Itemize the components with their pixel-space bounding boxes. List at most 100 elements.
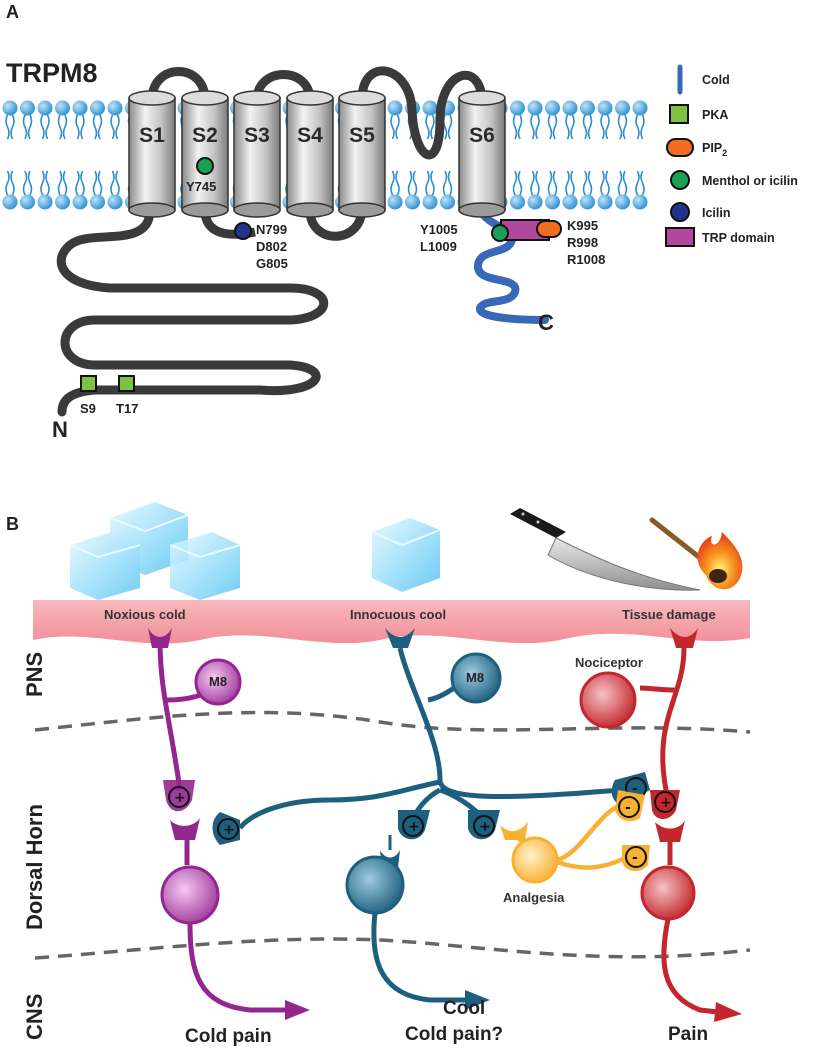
lipid-head	[20, 194, 35, 210]
n-terminal-chain	[56, 205, 328, 417]
region-dorsal-horn: Dorsal Horn	[22, 804, 47, 930]
lipid-tail	[582, 114, 588, 140]
lipid-tail	[640, 114, 645, 140]
lipid-tail	[40, 170, 45, 196]
lipid-head	[510, 100, 525, 116]
lipid-tail	[552, 114, 558, 140]
synapse-plus-teal-right: +	[479, 819, 491, 835]
lipid-head	[387, 100, 403, 116]
lipid-head	[107, 100, 123, 116]
lipid-tail	[80, 170, 85, 196]
lipid-tail	[412, 170, 418, 196]
lipid-tail	[57, 114, 63, 140]
lipid-head	[597, 100, 613, 116]
lipid-tail	[395, 170, 400, 196]
loop-s4-s5	[305, 209, 367, 241]
legend-menthol-symbol	[670, 170, 690, 190]
lipid-head	[545, 100, 560, 116]
region-pns: PNS	[22, 652, 47, 697]
n-terminus-label: N	[52, 417, 68, 442]
lipid-tail	[517, 114, 523, 140]
lipid-tail	[587, 170, 593, 196]
lipid-tail	[27, 170, 33, 196]
lipid-tail	[390, 170, 395, 196]
lipid-tail	[430, 170, 435, 196]
helix-s2: S2	[181, 90, 229, 218]
dorsal-horn-neuron-teal	[345, 855, 405, 915]
pka-site-s9	[80, 375, 97, 392]
stimulus-tissue-damage: Tissue damage	[622, 607, 716, 622]
legend-trp-label: TRP domain	[702, 231, 775, 245]
residue-t17: T17	[116, 401, 138, 416]
region-cns: CNS	[22, 994, 47, 1040]
lipid-tail	[425, 170, 430, 196]
lipid-head	[580, 194, 595, 210]
lipid-head	[37, 194, 53, 210]
lipid-tail	[582, 170, 588, 196]
helix-label: S6	[469, 124, 495, 147]
lipid-tail	[97, 170, 103, 196]
lipid-tail	[530, 114, 535, 140]
lipid-tail	[552, 170, 558, 196]
lipid-tail	[570, 114, 575, 140]
lipid-tail	[92, 114, 98, 140]
helix-label: S3	[244, 124, 270, 147]
lipid-tail	[605, 114, 610, 140]
lipid-tail	[75, 170, 80, 196]
loop-s1-s2	[147, 67, 210, 101]
lipid-tail	[390, 114, 395, 140]
stimulus-innocuous-cool: Innocuous cool	[350, 607, 446, 622]
synapse-plus-teal-mid: +	[408, 819, 420, 835]
lipid-tail	[600, 170, 605, 196]
skin-layer	[33, 600, 750, 644]
residue-d802: D802	[256, 239, 287, 254]
dorsal-horn-cns-boundary	[34, 937, 751, 960]
lipid-tail	[10, 170, 15, 196]
lipid-tail	[605, 170, 610, 196]
lipid-tail	[447, 114, 453, 140]
lipid-tail	[110, 114, 115, 140]
ice-cube-icon	[371, 518, 441, 592]
lipid-tail	[512, 170, 518, 196]
lipid-tail	[80, 114, 85, 140]
legend-pka-label: PKA	[702, 108, 728, 122]
pns-dorsal-horn-boundary	[34, 710, 751, 734]
lipid-tail	[45, 114, 50, 140]
c-terminus-label: C	[538, 310, 554, 335]
synapse-plus-purple: +	[174, 790, 186, 806]
analgesia-label: Analgesia	[503, 890, 565, 905]
lipid-tail	[92, 170, 98, 196]
m8-label-left: M8	[209, 674, 227, 689]
residue-s9: S9	[80, 401, 96, 416]
lipid-tail	[635, 114, 640, 140]
lipid-head	[562, 100, 578, 116]
helix-s3: S3	[233, 90, 281, 218]
icilin-binding-site	[234, 222, 252, 240]
legend-pip2-symbol	[666, 138, 694, 157]
lipid-head	[422, 100, 438, 116]
panel-a-label: A	[6, 2, 19, 22]
output-cold-pain: Cold pain	[185, 1026, 272, 1047]
analgesia-pathway: - -	[500, 790, 650, 884]
lipid-head	[615, 100, 630, 116]
lipid-tail	[547, 170, 553, 196]
synapse-plus-red: +	[660, 795, 672, 811]
lipid-head	[615, 194, 630, 210]
lipid-tail	[62, 170, 68, 196]
analgesia-interneuron	[511, 836, 559, 884]
lipid-tail	[622, 114, 628, 140]
helix-s4: S4	[286, 90, 334, 218]
dorsal-horn-neuron-purple	[160, 865, 220, 925]
legend-icilin-label: Icilin	[702, 206, 730, 220]
lipid-tail	[617, 114, 623, 140]
lipid-head	[597, 194, 613, 210]
lipid-tail	[640, 170, 645, 196]
output-pain: Pain	[668, 1024, 708, 1045]
lipid-tail	[547, 114, 553, 140]
helix-label: S4	[297, 124, 323, 147]
residue-y745: Y745	[186, 179, 216, 194]
lipid-head	[562, 194, 578, 210]
lipid-tail	[27, 114, 33, 140]
legend: Cold PKA PIP2 Menthol or icilin Icilin T…	[665, 64, 798, 247]
